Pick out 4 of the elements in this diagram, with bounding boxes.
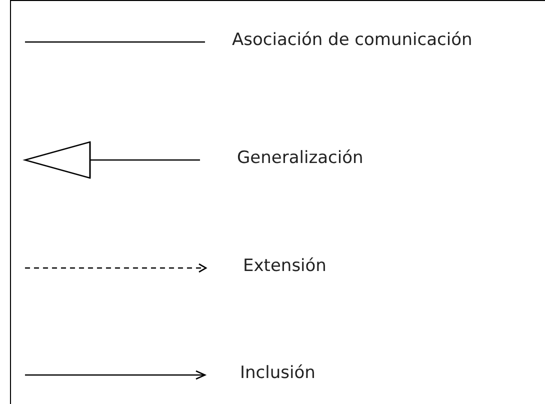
legend-label: Generalización <box>237 148 364 168</box>
legend-label: Extensión <box>243 256 326 276</box>
legend-label: Inclusión <box>240 363 316 383</box>
legend-label: Asociación de comunicación <box>232 30 472 50</box>
